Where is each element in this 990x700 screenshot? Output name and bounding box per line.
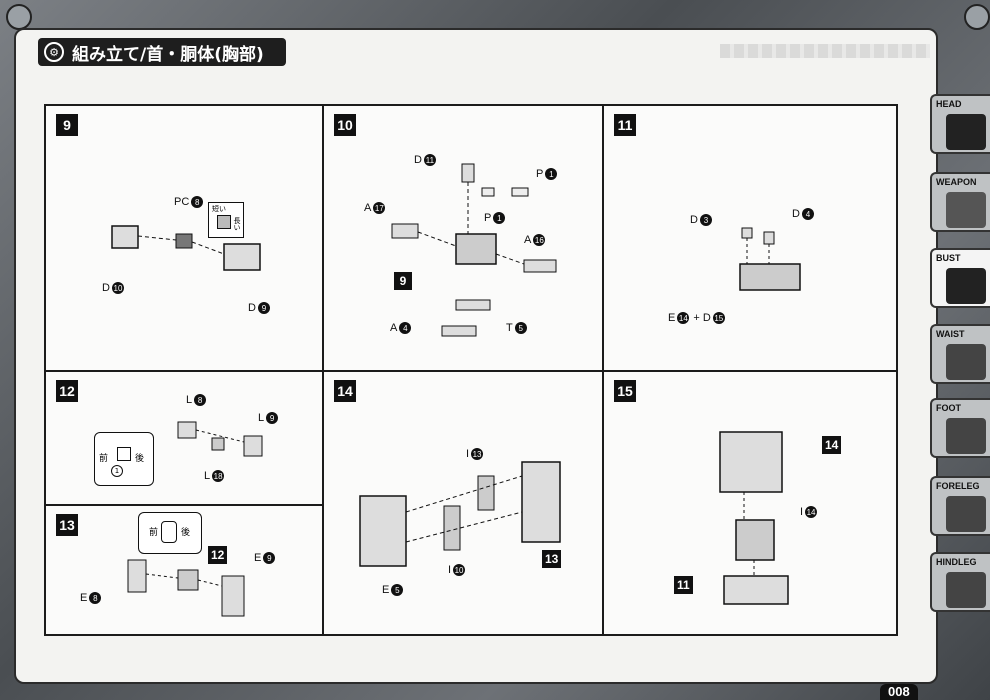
tab-head[interactable]: HEAD xyxy=(930,94,990,154)
tab-bust[interactable]: BUST xyxy=(930,248,990,308)
hindleg-icon xyxy=(946,572,986,608)
step-reference: 12 xyxy=(208,546,228,564)
foreleg-icon xyxy=(946,496,986,532)
length-callout: 短い 長い xyxy=(208,202,244,238)
gear-icon: ⚙ xyxy=(44,42,64,62)
tab-waist[interactable]: WAIST xyxy=(930,324,990,384)
step-reference: 9 xyxy=(394,272,412,290)
step-number: 11 xyxy=(614,114,636,136)
step-13-parts xyxy=(127,559,245,617)
step-10-parts xyxy=(391,163,557,337)
step-15-parts xyxy=(719,431,789,605)
step-number: 15 xyxy=(614,380,636,402)
page-number: 008 xyxy=(880,684,918,700)
step-11-parts xyxy=(739,227,801,291)
tab-hindleg[interactable]: HINDLEG xyxy=(930,552,990,612)
orientation-callout: 前 後 xyxy=(138,512,202,554)
step-12-parts xyxy=(177,421,263,457)
weapon-icon xyxy=(946,192,986,228)
screw-icon xyxy=(964,4,990,30)
head-icon xyxy=(946,114,986,150)
tab-foreleg[interactable]: FORELEG xyxy=(930,476,990,536)
step-number: 14 xyxy=(334,380,356,402)
section-sidebar: HEAD WEAPON BUST WAIST FOOT FORELEG HIND… xyxy=(930,78,990,678)
orientation-callout: 前 後 1 xyxy=(94,432,154,486)
faded-header-pattern xyxy=(720,44,930,58)
step-9-parts xyxy=(111,225,261,271)
step-reference: 11 xyxy=(674,576,693,594)
step-number: 12 xyxy=(56,380,78,402)
step-reference: 13 xyxy=(542,550,562,568)
step-reference: 14 xyxy=(822,436,842,454)
bust-icon xyxy=(946,268,986,304)
foot-icon xyxy=(946,418,986,454)
step-number: 13 xyxy=(56,514,78,536)
step-number: 9 xyxy=(56,114,78,136)
waist-icon xyxy=(946,344,986,380)
step-number: 10 xyxy=(334,114,356,136)
step-14-parts xyxy=(359,461,561,567)
tab-foot[interactable]: FOOT xyxy=(930,398,990,458)
page-title: ⚙ 組み立て/首・胴体(胸部) xyxy=(38,38,286,66)
screw-icon xyxy=(6,4,32,30)
tab-weapon[interactable]: WEAPON xyxy=(930,172,990,232)
page-title-text: 組み立て/首・胴体(胸部) xyxy=(72,44,264,65)
